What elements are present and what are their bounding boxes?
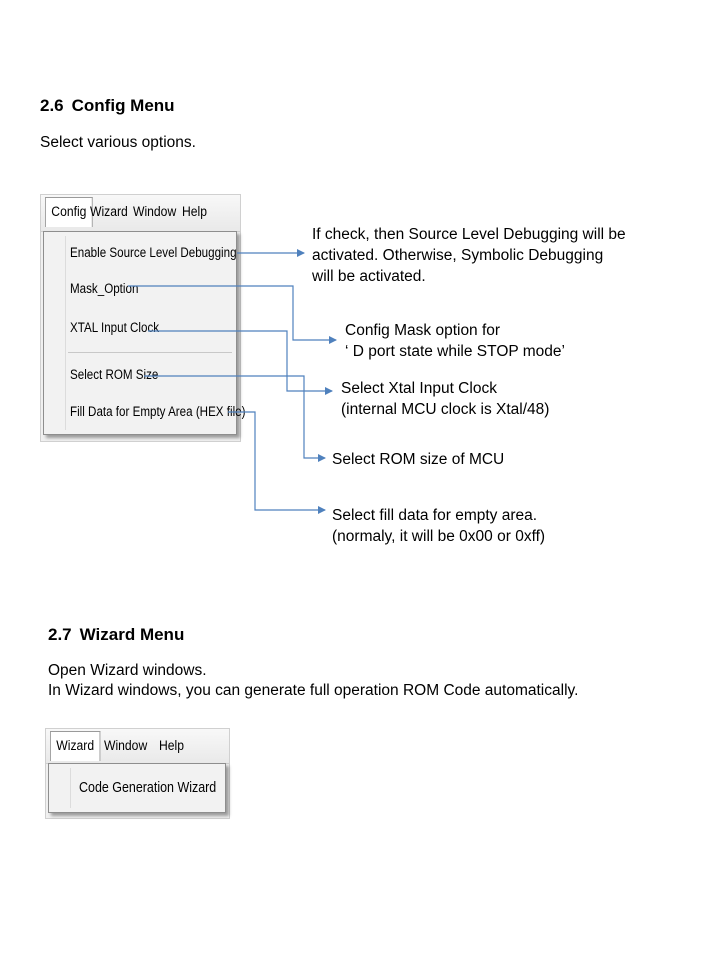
- section-number: 2.7: [48, 625, 72, 644]
- connector-rom-size: [144, 375, 326, 462]
- config-dropdown: Enable Source Level Debugging Mask_Optio…: [43, 231, 245, 435]
- section-title: Config Menu: [71, 96, 175, 115]
- connector-xtal-clock: [148, 330, 333, 395]
- annotation-xtal-clock: Select Xtal Input Clock (internal MCU cl…: [341, 378, 549, 420]
- annotation-fill-data: Select fill data for empty area. (normal…: [332, 505, 545, 547]
- wizard-menu-screenshot: Wizard Window Help Code Generation Wizar…: [45, 728, 230, 819]
- section-title: Wizard Menu: [79, 625, 185, 644]
- menu-item-xtal-input-clock[interactable]: XTAL Input Clock: [70, 320, 160, 335]
- dropdown-gutter: [70, 768, 71, 808]
- menu-item-mask-option[interactable]: Mask_Option: [70, 281, 139, 296]
- annotation-mask-option: Config Mask option for ‘ D port state wh…: [345, 320, 565, 362]
- annotation-source-debug: If check, then Source Level Debugging wi…: [312, 224, 626, 287]
- section-number: 2.6: [40, 96, 64, 115]
- menu-help[interactable]: Help: [159, 738, 184, 753]
- menu-item-select-rom-size[interactable]: Select ROM Size: [70, 367, 159, 382]
- annotation-line: If check, then Source Level Debugging wi…: [312, 226, 626, 243]
- annotation-line: will be activated.: [312, 268, 426, 285]
- connector-mask-option: [128, 285, 337, 344]
- menu-wizard[interactable]: Wizard: [90, 204, 128, 219]
- annotation-line: (internal MCU clock is Xtal/48): [341, 401, 550, 418]
- annotation-line: (normaly, it will be 0x00 or 0xff): [332, 528, 546, 545]
- menu-window[interactable]: Window: [133, 204, 177, 219]
- annotation-line: Select fill data for empty area.: [332, 507, 538, 524]
- config-menu-screenshot: Config Wizard Window Help Enable Source …: [40, 194, 245, 442]
- menubar: Wizard Window Help: [46, 729, 229, 764]
- dropdown-gutter: [65, 236, 66, 430]
- wizard-description: Open Wizard windows. In Wizard windows, …: [48, 661, 578, 701]
- menu-wizard[interactable]: Wizard: [50, 731, 101, 761]
- wizard-dropdown: Code Generation Wizard: [48, 763, 226, 813]
- section-2-6-heading: 2.6 Config Menu: [40, 96, 175, 116]
- menu-item-code-generation-wizard[interactable]: Code Generation Wizard: [79, 780, 217, 796]
- annotation-line: Select Xtal Input Clock: [341, 380, 497, 397]
- annotation-line: ‘ D port state while STOP mode’: [345, 343, 565, 360]
- menu-config[interactable]: Config: [45, 197, 93, 227]
- annotation-line: Config Mask option for: [345, 322, 501, 339]
- description-line: In Wizard windows, you can generate full…: [48, 682, 579, 699]
- config-description: Select various options.: [40, 134, 196, 151]
- menu-item-fill-data[interactable]: Fill Data for Empty Area (HEX file): [70, 404, 246, 419]
- annotation-line: activated. Otherwise, Symbolic Debugging: [312, 247, 604, 264]
- menu-item-enable-source-level-debugging[interactable]: Enable Source Level Debugging: [70, 245, 237, 260]
- connector-fill-data: [228, 411, 326, 514]
- section-2-7-heading: 2.7 Wizard Menu: [48, 625, 184, 645]
- menu-separator: [68, 352, 232, 353]
- annotation-rom-size: Select ROM size of MCU: [332, 449, 504, 470]
- menu-help[interactable]: Help: [182, 204, 207, 219]
- menu-window[interactable]: Window: [104, 738, 148, 753]
- description-line: Open Wizard windows.: [48, 662, 207, 679]
- annotation-line: Select ROM size of MCU: [332, 451, 505, 468]
